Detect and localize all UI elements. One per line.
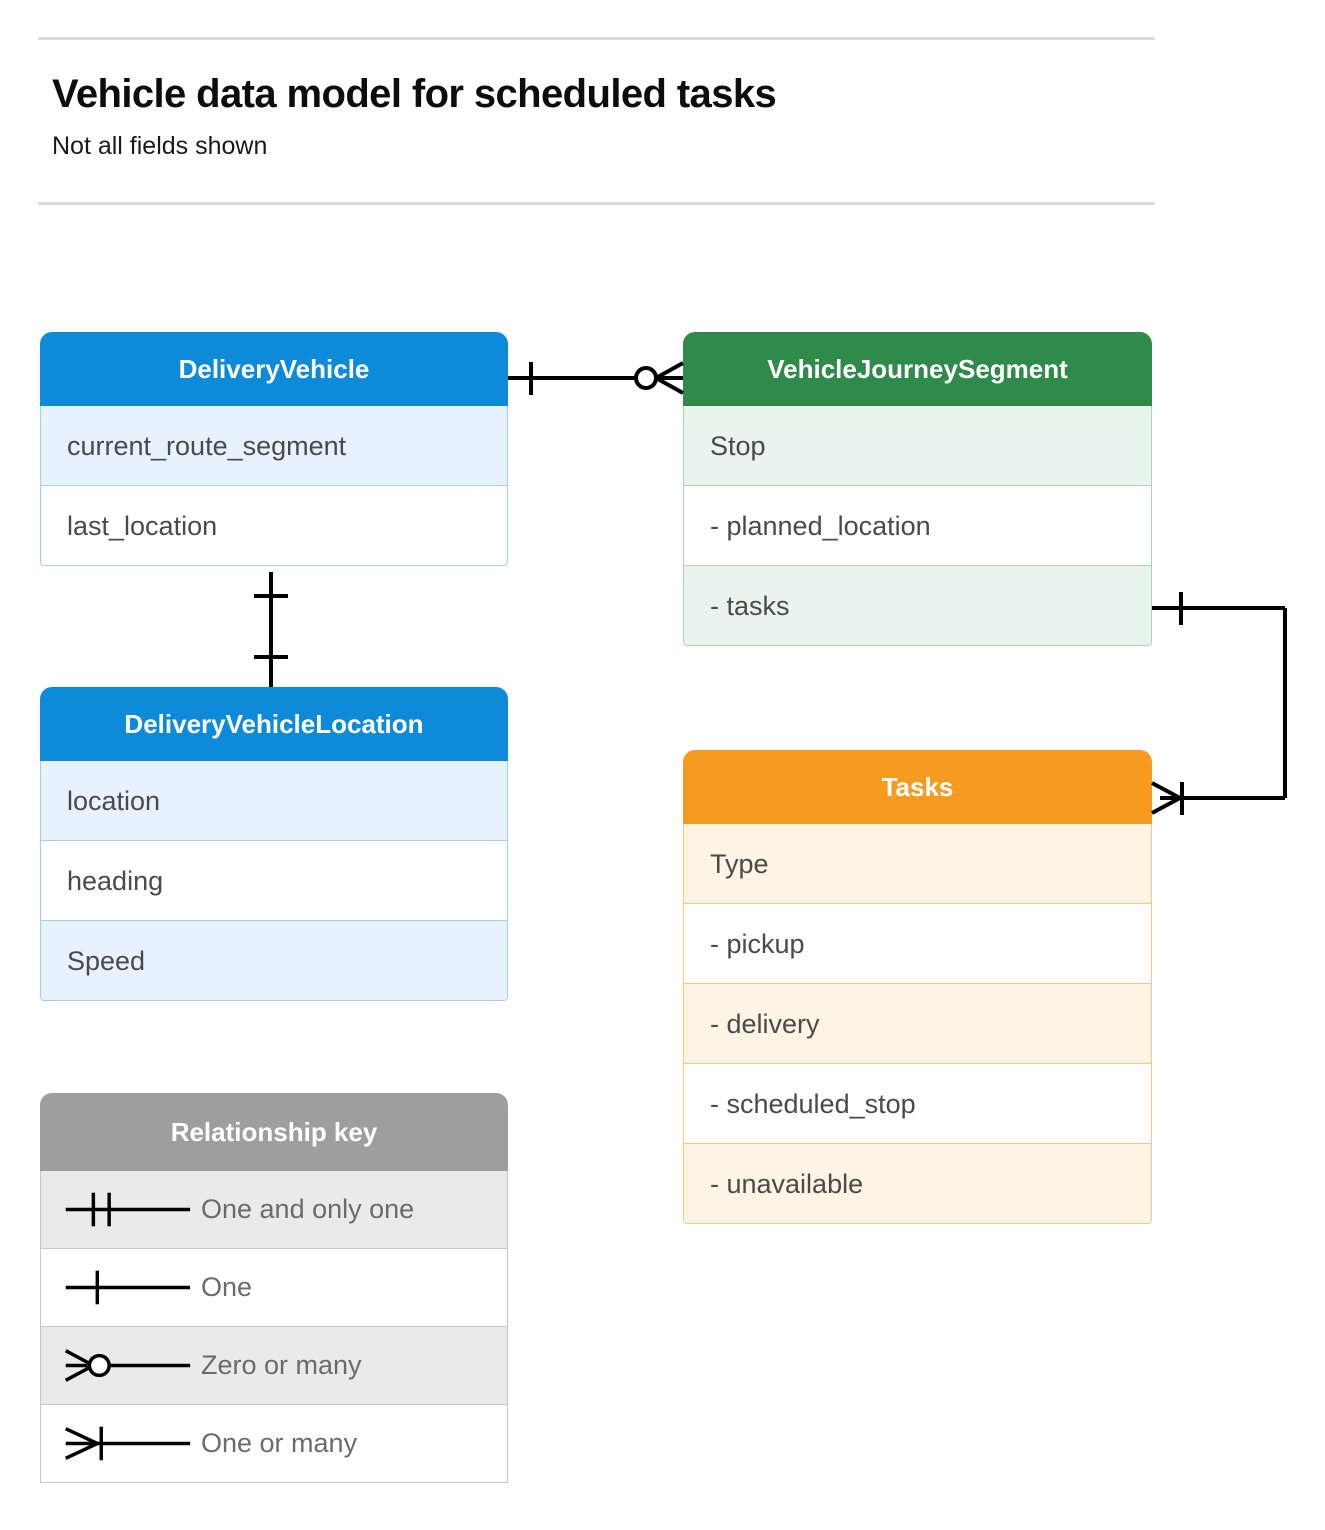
entity-row-pickup[interactable]: - pickup bbox=[683, 904, 1152, 984]
one-or-many-symbol bbox=[64, 1426, 191, 1461]
zero-or-many-symbol bbox=[64, 1349, 191, 1382]
entity-delivery-vehicle-title: DeliveryVehicle bbox=[40, 332, 508, 406]
connector-journey-segment-tasks-to-tasks bbox=[1151, 592, 1287, 815]
entity-row-planned-location[interactable]: - planned_location bbox=[683, 486, 1152, 566]
relationship-key-title: Relationship key bbox=[40, 1093, 508, 1171]
entity-row-heading[interactable]: heading bbox=[40, 841, 508, 921]
legend-label-one-or-many: One or many bbox=[201, 1428, 358, 1458]
connector-delivery-vehicle-to-journey-segment bbox=[508, 361, 684, 395]
entity-row-location[interactable]: location bbox=[40, 761, 508, 841]
legend-row-one-and-only-one[interactable]: One and only one bbox=[40, 1171, 508, 1249]
legend-row-one-or-many[interactable]: One or many bbox=[40, 1405, 508, 1483]
entity-row-tasks[interactable]: - tasks bbox=[683, 566, 1152, 646]
header-divider-top bbox=[38, 37, 1155, 40]
relationship-key-legend: Relationship key One and only one One bbox=[40, 1093, 508, 1483]
entity-tasks[interactable]: Tasks Type - pickup - delivery - schedul… bbox=[683, 750, 1152, 1224]
entity-row-unavailable[interactable]: - unavailable bbox=[683, 1144, 1152, 1224]
entity-row-last-location[interactable]: last_location bbox=[40, 486, 508, 566]
legend-label-one: One bbox=[201, 1272, 253, 1302]
entity-row-type[interactable]: Type bbox=[683, 824, 1152, 904]
header-divider-bottom bbox=[38, 202, 1155, 205]
page-title: Vehicle data model for scheduled tasks bbox=[52, 72, 777, 116]
legend-row-zero-or-many[interactable]: Zero or many bbox=[40, 1327, 508, 1405]
entity-row-speed[interactable]: Speed bbox=[40, 921, 508, 1001]
entity-row-scheduled-stop[interactable]: - scheduled_stop bbox=[683, 1064, 1152, 1144]
one-symbol bbox=[65, 1270, 191, 1305]
page-subtitle: Not all fields shown bbox=[52, 132, 268, 160]
legend-label-zero-or-many: Zero or many bbox=[201, 1350, 362, 1380]
entity-vehicle-journey-segment-title: VehicleJourneySegment bbox=[683, 332, 1152, 406]
legend-label-one-and-only-one: One and only one bbox=[201, 1194, 415, 1224]
entity-row-delivery[interactable]: - delivery bbox=[683, 984, 1152, 1064]
entity-delivery-vehicle-location[interactable]: DeliveryVehicleLocation location heading… bbox=[40, 687, 508, 1001]
entity-tasks-title: Tasks bbox=[683, 750, 1152, 824]
legend-row-one[interactable]: One bbox=[40, 1249, 508, 1327]
one-and-only-one-symbol bbox=[65, 1192, 191, 1227]
entity-row-stop[interactable]: Stop bbox=[683, 406, 1152, 486]
entity-vehicle-journey-segment[interactable]: VehicleJourneySegment Stop - planned_loc… bbox=[683, 332, 1152, 646]
entity-delivery-vehicle-location-title: DeliveryVehicleLocation bbox=[40, 687, 508, 761]
entity-row-current-route-segment[interactable]: current_route_segment bbox=[40, 406, 508, 486]
connector-delivery-vehicle-to-vehicle-location bbox=[254, 572, 288, 687]
entity-delivery-vehicle[interactable]: DeliveryVehicle current_route_segment la… bbox=[40, 332, 508, 566]
